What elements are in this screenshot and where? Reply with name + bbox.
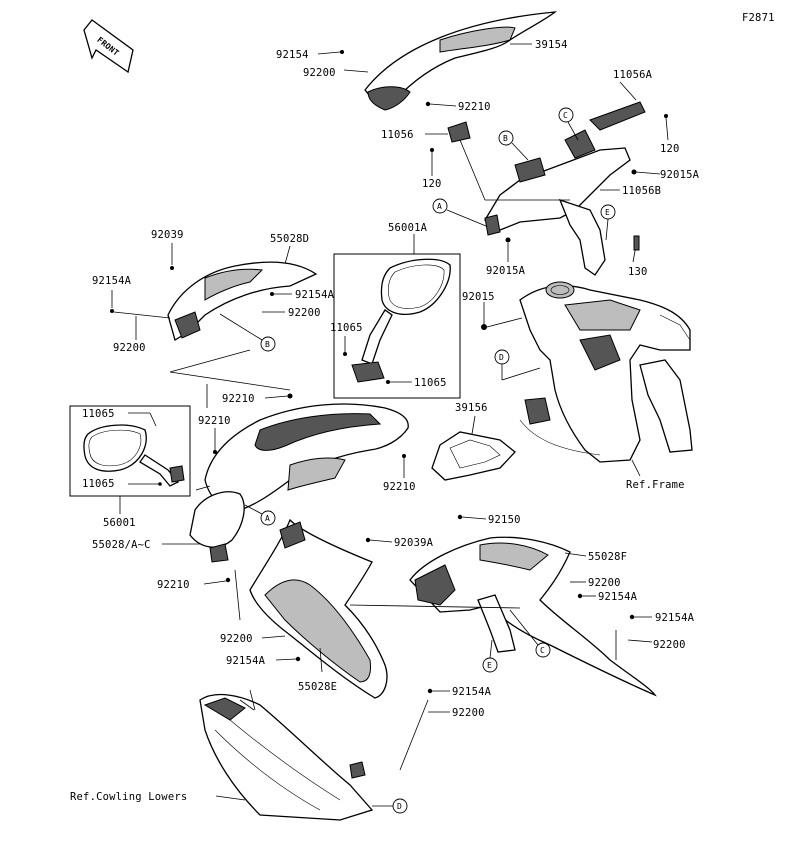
- label-11065-b: 11065: [414, 377, 447, 389]
- mirror-box-right: [333, 253, 461, 399]
- label-120-right: 120: [660, 143, 680, 155]
- label-92200-left: 92200: [113, 342, 146, 354]
- frame-ref: [519, 281, 693, 463]
- label-92200-top: 92200: [303, 67, 336, 79]
- label-11065-c: 11065: [82, 408, 115, 420]
- label-39156: 39156: [455, 402, 488, 414]
- windscreen: [364, 11, 558, 111]
- label-56001: 56001: [103, 517, 136, 529]
- label-92200-b: 92200: [288, 307, 321, 319]
- label-92154a-m: 92154A: [226, 655, 266, 667]
- label-11065-a: 11065: [330, 322, 363, 334]
- meter-bracket: [484, 101, 646, 276]
- ref-e-right: E: [487, 661, 492, 670]
- mirror-right: [351, 258, 451, 383]
- ref-a-left: A: [265, 514, 270, 523]
- label-92154a-b: 92154A: [295, 289, 335, 301]
- label-130: 130: [628, 266, 648, 278]
- label-92200-bot: 92200: [452, 707, 485, 719]
- figure-code: F2871: [742, 12, 775, 24]
- ref-b-top: B: [503, 134, 508, 143]
- ref-e-top: E: [605, 208, 610, 217]
- label-55028d: 55028D: [270, 233, 309, 245]
- cowling-lowers-ref: [199, 693, 374, 821]
- label-120-left: 120: [422, 178, 442, 190]
- ref-a-top: A: [437, 202, 442, 211]
- upper-cowl-main: [189, 403, 409, 563]
- label-92210-e: 92210: [383, 481, 416, 493]
- side-panel-right: [409, 536, 657, 697]
- label-39154: 39154: [535, 39, 568, 51]
- mirror-box-left: [69, 405, 191, 497]
- label-92015a-right: 92015A: [660, 169, 700, 181]
- screen-39156: [431, 431, 516, 481]
- upper-cowl-left: [167, 261, 318, 342]
- side-panel-left: [249, 518, 388, 699]
- ref-c-right: C: [540, 646, 545, 655]
- label-92200-m: 92200: [220, 633, 253, 645]
- label-92210-d: 92210: [198, 415, 231, 427]
- ref-c-top: C: [563, 111, 568, 120]
- label-11056: 11056: [381, 129, 414, 141]
- label-92200-r1: 92200: [588, 577, 621, 589]
- label-55028a-c: 55028/A~C: [92, 539, 151, 551]
- label-92210-top: 92210: [458, 101, 491, 113]
- label-92039a: 92039A: [394, 537, 434, 549]
- label-56001a: 56001A: [388, 222, 428, 234]
- label-92210-f: 92210: [157, 579, 190, 591]
- ref-frame: Ref.Frame: [626, 479, 685, 491]
- label-11056a: 11056A: [613, 69, 653, 81]
- mirror-left: [83, 424, 185, 487]
- front-arrow-icon: FRONT: [83, 19, 134, 74]
- label-92154a-bot: 92154A: [452, 686, 492, 698]
- label-11065-d: 11065: [82, 478, 115, 490]
- label-92200-r2: 92200: [653, 639, 686, 651]
- ref-d-bottom: D: [397, 802, 402, 811]
- ref-cowling-lowers: Ref.Cowling Lowers: [70, 791, 187, 803]
- label-55028e: 55028E: [298, 681, 337, 693]
- label-92015: 92015: [462, 291, 495, 303]
- label-55028f: 55028F: [588, 551, 627, 563]
- label-92154a-r1: 92154A: [598, 591, 638, 603]
- label-92154a-r2: 92154A: [655, 612, 695, 624]
- label-92210-c: 92210: [222, 393, 255, 405]
- label-92154a-left: 92154A: [92, 275, 132, 287]
- ref-d-mid: D: [499, 353, 504, 362]
- label-92154-top: 92154: [276, 49, 309, 61]
- label-92150: 92150: [488, 514, 521, 526]
- ref-b-left: B: [265, 340, 270, 349]
- label-92039: 92039: [151, 229, 184, 241]
- label-92015a-mid: 92015A: [486, 265, 526, 277]
- label-11056b: 11056B: [622, 185, 661, 197]
